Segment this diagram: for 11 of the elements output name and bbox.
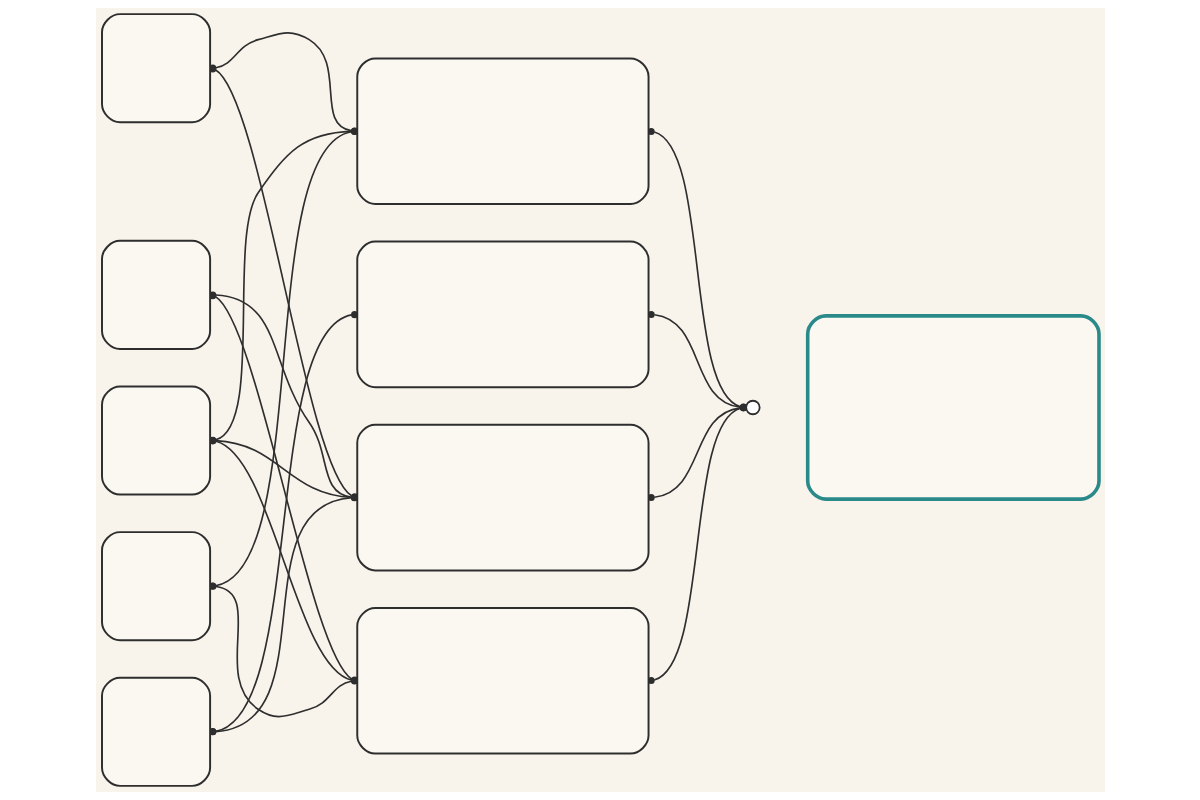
node-box — [355, 57, 650, 206]
node-box — [355, 240, 650, 389]
node-box — [100, 239, 211, 350]
node-box — [100, 676, 211, 787]
node-circle — [744, 399, 761, 416]
node-box — [355, 423, 650, 572]
node-box — [355, 607, 650, 755]
node-box — [100, 385, 211, 496]
node-box — [100, 13, 211, 124]
node-box — [100, 531, 211, 642]
node-box — [805, 314, 1101, 501]
